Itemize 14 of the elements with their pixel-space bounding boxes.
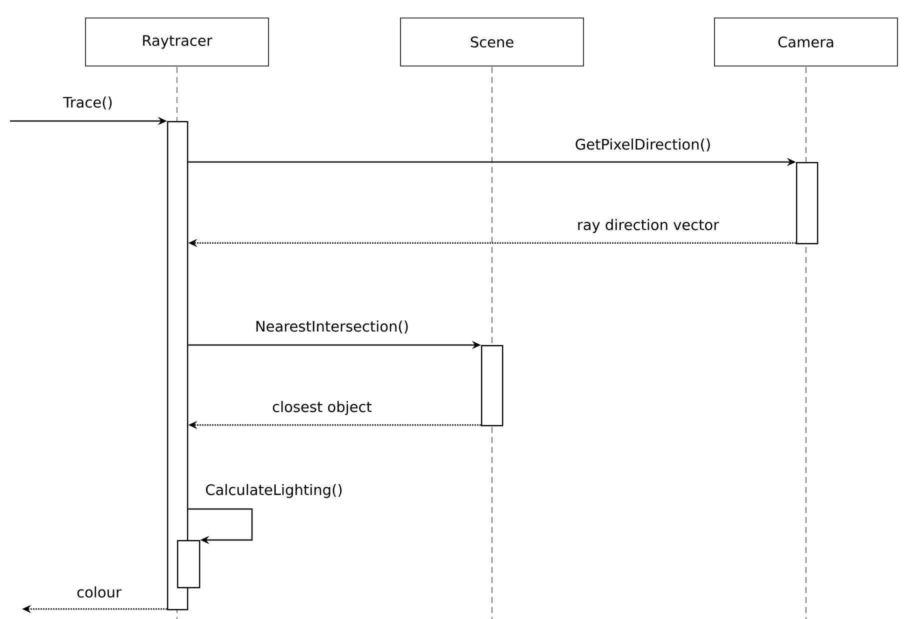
message-label: ray direction vector	[578, 218, 720, 233]
activation-bar	[177, 540, 200, 588]
message-arrow	[188, 508, 253, 544]
participant-box: Scene	[400, 18, 584, 66]
message-label: NearestIntersection()	[256, 320, 408, 334]
message-label: GetPixelDirection()	[576, 138, 710, 152]
message-label: CalculateLighting()	[206, 484, 342, 498]
message-label: Trace()	[63, 96, 112, 110]
activation-bar	[796, 162, 818, 244]
participant-box: Camera	[714, 18, 898, 66]
message-label: closest object	[272, 400, 372, 415]
activation-bar	[481, 345, 504, 426]
participant-box: Raytracer	[85, 18, 269, 66]
message-label: colour	[77, 586, 122, 598]
